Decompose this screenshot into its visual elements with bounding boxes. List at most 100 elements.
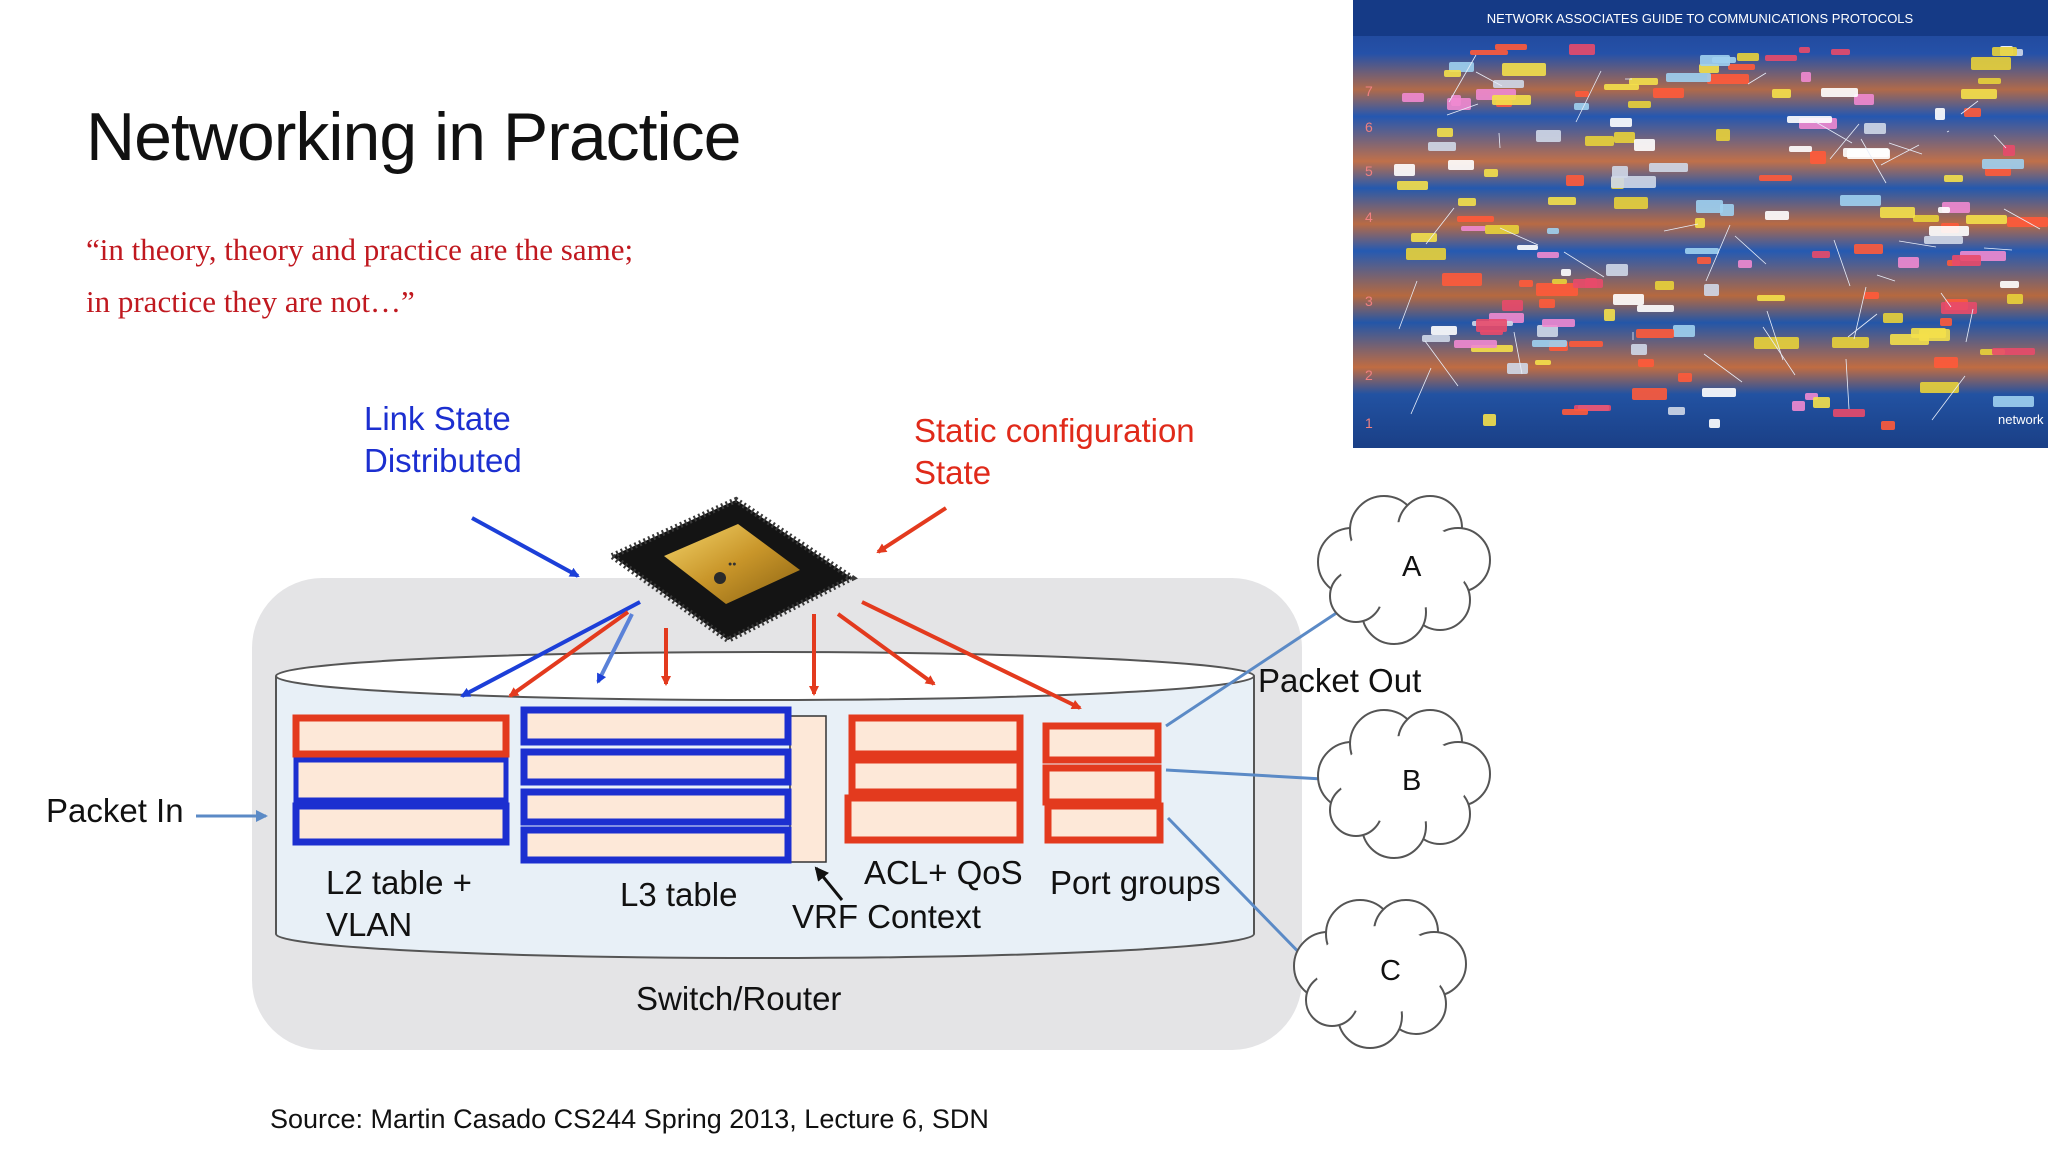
poster-protocol-box — [1673, 325, 1695, 337]
poster-protocol-box — [1854, 244, 1883, 254]
poster-protocol-box — [1411, 233, 1437, 242]
poster-layer-number: 2 — [1365, 367, 1373, 383]
poster-protocol-box — [1704, 284, 1719, 296]
poster-protocol-box — [1765, 211, 1789, 220]
poster-protocol-box — [1696, 200, 1723, 213]
poster-connector-line — [1860, 138, 1887, 184]
poster-protocol-box — [1754, 337, 1799, 349]
poster-connector-line — [1888, 142, 1923, 155]
poster-protocol-box — [1833, 409, 1865, 417]
poster-protocol-boxes — [1394, 44, 2048, 430]
poster-connector-line — [1876, 274, 1896, 282]
cloud-c-label: C — [1380, 955, 1401, 987]
poster-protocol-box — [1843, 148, 1889, 157]
poster-protocol-box — [1700, 55, 1730, 66]
poster-protocol-box — [1883, 313, 1903, 323]
poster-protocol-box — [1924, 236, 1963, 244]
poster-protocol-box — [1720, 204, 1734, 216]
poster-protocol-box — [1913, 215, 1939, 222]
poster-protocol-box — [1898, 257, 1919, 268]
poster-protocol-box — [1470, 50, 1508, 55]
poster-protocol-box — [1604, 309, 1615, 321]
poster-protocol-box — [1532, 340, 1567, 347]
poster-protocol-box — [1964, 108, 1981, 117]
vrf-context-arrow — [814, 866, 844, 901]
l3-table-label: L3 table — [620, 876, 737, 913]
poster-protocol-box — [1716, 129, 1730, 141]
poster-protocol-box — [1547, 228, 1559, 234]
poster-protocol-box — [1632, 388, 1667, 400]
vlan-label: VLAN — [326, 906, 412, 943]
link-state-label: Link State — [364, 400, 511, 437]
poster-protocol-box — [1612, 166, 1628, 178]
poster-connector-line — [1513, 331, 1523, 375]
poster-protocol-box — [1476, 319, 1507, 332]
poster-protocol-box — [1451, 95, 1461, 106]
poster-protocol-box — [1938, 207, 1950, 213]
poster-protocol-box — [1629, 78, 1658, 85]
static-config-arrows — [508, 506, 1082, 710]
port-groups-label: Port groups — [1050, 864, 1221, 901]
poster-protocol-box — [1394, 164, 1415, 176]
poster-layer-number: 7 — [1365, 83, 1373, 99]
poster-protocol-box — [1448, 160, 1474, 170]
poster-connector-line — [2003, 208, 2041, 230]
poster-connector-line — [1766, 310, 1784, 361]
poster-protocol-box — [1495, 44, 1527, 50]
poster-protocol-box — [1934, 357, 1958, 368]
poster-connector-line — [1931, 375, 1966, 421]
poster-protocol-box — [1613, 294, 1644, 305]
poster-connector-line — [1446, 103, 1479, 116]
poster-protocol-box — [1604, 84, 1639, 90]
poster-connector-line — [1663, 223, 1699, 232]
poster-protocol-box — [1569, 341, 1603, 347]
poster-protocol-box — [1799, 47, 1810, 53]
poster-connector-line — [1499, 227, 1539, 246]
poster-protocol-box — [1548, 197, 1576, 205]
poster-protocol-box — [1992, 348, 2035, 355]
poster-connector-line — [1845, 358, 1850, 410]
l3-table — [520, 706, 827, 864]
poster-layer-number: 4 — [1365, 209, 1373, 225]
poster-protocol-box — [1566, 175, 1584, 186]
poster-connector-line — [1983, 247, 2013, 251]
poster-protocol-box — [1537, 252, 1559, 258]
poster-connector-line — [1762, 326, 1796, 376]
poster-protocol-box — [1569, 44, 1595, 55]
cloud-b-label: B — [1402, 765, 1421, 797]
poster-protocol-box — [1485, 225, 1519, 234]
poster-protocol-box — [1606, 264, 1628, 276]
protocol-guide-poster: NETWORK ASSOCIATES GUIDE TO COMMUNICATIO… — [1353, 0, 2048, 448]
poster-connector-line — [1880, 144, 1920, 166]
poster-connector-line — [1498, 132, 1501, 149]
poster-protocol-box — [1483, 414, 1496, 426]
poster-protocol-box — [1636, 329, 1674, 338]
poster-protocol-box — [1422, 335, 1450, 342]
l2-table-label: L2 table + — [326, 864, 472, 901]
poster-protocol-box — [1484, 169, 1498, 177]
poster-protocol-box — [1668, 407, 1685, 415]
poster-protocol-box — [1653, 88, 1684, 98]
poster-protocol-box — [1971, 57, 2011, 70]
poster-protocol-box — [1614, 132, 1635, 143]
poster-protocol-box — [1728, 64, 1755, 70]
poster-protocol-box — [1634, 139, 1655, 151]
poster-protocol-box — [1502, 300, 1523, 311]
poster-connector-line — [1563, 251, 1605, 278]
poster-protocol-box — [1707, 74, 1749, 84]
poster-protocol-box — [1993, 396, 2034, 407]
poster-connector-line — [1960, 100, 1979, 115]
poster-protocol-box — [1536, 130, 1561, 142]
poster-connector-line — [1410, 367, 1432, 415]
poster-protocol-box — [1813, 397, 1830, 408]
poster-protocol-box — [1787, 116, 1832, 123]
acl-qos-label: ACL+ QoS — [864, 854, 1023, 891]
switch-router-label: Switch/Router — [636, 980, 841, 1017]
quote-line-1: “in theory, theory and practice are the … — [86, 232, 634, 267]
poster-protocol-box — [1431, 326, 1457, 335]
poster-protocol-box — [1929, 226, 1969, 236]
poster-protocol-box — [1737, 53, 1759, 61]
port-groups-table — [1042, 722, 1164, 844]
poster-connector-line — [1898, 240, 1937, 248]
